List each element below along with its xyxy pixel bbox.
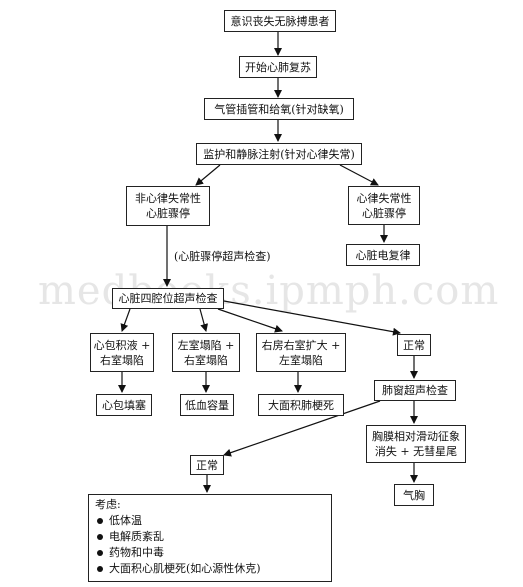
arrow-echo-to-ra-rv: [217, 308, 283, 333]
node-start-cpr: 开始心肺复苏: [239, 56, 317, 78]
node-defibrillation: 心脏电复律: [346, 244, 420, 266]
bullet-icon: [97, 518, 103, 524]
node-tamponade: 心包填塞: [96, 394, 152, 416]
arrow-echo-to-lv-collapse: [199, 308, 209, 332]
arrow-echo-to-pericardial: [120, 308, 131, 332]
node-lv-collapse: 左室塌陷 + 右室塌陷: [172, 333, 240, 372]
arrow-monitor-to-arrhythmic: [339, 164, 379, 186]
edge-label-echo-exam: (心脏骤停超声检查): [174, 250, 271, 263]
consider-box: 考虑: 低体温 电解质紊乱 药物和中毒 大面积心肌梗死(如心源性休克): [88, 494, 332, 582]
node-massive-pe: 大面积肺梗死: [258, 394, 344, 416]
consider-item: 低体温: [95, 513, 325, 529]
bullet-icon: [97, 550, 103, 556]
node-normal-2: 正常: [190, 455, 224, 475]
bullet-icon: [97, 534, 103, 540]
node-normal-1: 正常: [397, 334, 431, 356]
consider-title: 考虑:: [95, 498, 121, 511]
arrow-echo-to-normal1: [223, 300, 401, 336]
node-hypovolemia: 低血容量: [180, 394, 234, 416]
node-pleural-sliding-absent: 胸膜相对滑动征象 消失 + 无彗星尾: [366, 425, 466, 463]
node-ra-rv-enlarged: 右房右室扩大 + 左室塌陷: [256, 333, 346, 372]
node-pericardial-effusion: 心包积液 + 右室塌陷: [90, 333, 154, 372]
node-intubation-oxygen: 气管插管和给氧(针对缺氧): [204, 98, 354, 120]
node-four-chamber-echo: 心脏四腔位超声检查: [112, 288, 224, 309]
arrow-monitor-to-non-arrhythmic: [195, 164, 221, 186]
node-lung-window-echo: 肺窗超声检查: [374, 380, 456, 401]
arrow-lung-window-to-normal2: [223, 400, 381, 457]
consider-item: 大面积心肌梗死(如心源性休克): [95, 561, 325, 577]
consider-item: 药物和中毒: [95, 545, 325, 561]
consider-item: 电解质紊乱: [95, 529, 325, 545]
node-unconscious-pulseless: 意识丧失无脉搏患者: [224, 10, 336, 32]
bullet-icon: [97, 566, 103, 572]
node-arrhythmic-arrest: 心律失常性 心脏骤停: [348, 186, 420, 225]
consider-list: 低体温 电解质紊乱 药物和中毒 大面积心肌梗死(如心源性休克): [95, 513, 325, 577]
node-monitor-iv: 监护和静脉注射(针对心律失常): [196, 143, 362, 165]
node-non-arrhythmic-arrest: 非心律失常性 心脏骤停: [126, 186, 210, 226]
node-pneumothorax: 气胸: [394, 484, 434, 506]
